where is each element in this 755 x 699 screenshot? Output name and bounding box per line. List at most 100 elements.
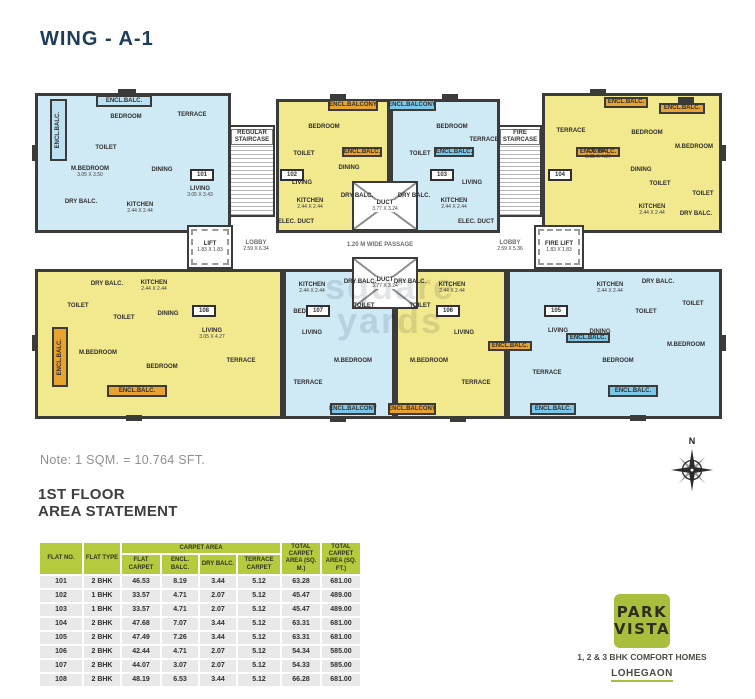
table-cell: 5.12 [238,631,280,644]
room-103-drybalc: DRY BALC. [397,192,431,199]
balcony-107-bottom: ENCL.BALCONY [329,403,377,415]
room-108-dining: DINING [157,310,179,317]
table-cell: 4.71 [162,603,198,616]
table-cell: 585.00 [322,659,360,672]
wall-col [442,94,458,100]
table-cell: 5.12 [238,673,280,686]
room-101-toilet: TOILET [95,144,117,151]
wall-col [32,335,38,351]
balcony-108-left: ENCL.BALC. [52,327,68,387]
table-cell: 7.07 [162,617,198,630]
room-104-drybalc: DRY BALC. [679,210,713,217]
flat-badge-103: 103 [430,169,454,181]
room-107-living: LIVING [301,329,322,336]
table-cell: 47.68 [122,617,160,630]
wall-col [32,145,38,161]
room-102-drybalc: DRY BALC. [340,192,374,199]
table-cell: 63.28 [282,575,320,588]
table-cell: 46.53 [122,575,160,588]
balcony-105-bottom-2: ENCL.BALC. [530,403,576,415]
col-header-carpet-area: CARPET AREA [122,543,280,554]
table-cell: 2 BHK [84,575,120,588]
room-102-bedroom: BEDROOM [308,123,340,130]
table-cell: 5.12 [238,617,280,630]
room-105-toilet2: TOILET [682,300,704,307]
table-cell: 108 [40,673,82,686]
table-cell: 2 BHK [84,659,120,672]
table-cell: 681.00 [322,575,360,588]
table-cell: 3.44 [200,673,236,686]
wall-col [590,89,606,95]
balcony-102-mid: ENCL.BALC. [342,147,382,157]
room-103-living: LIVING [461,179,482,186]
table-cell: 3.44 [200,575,236,588]
wall-col [450,416,466,422]
room-107-toilet: TOILET [353,302,375,309]
room-105-bedroom: BEDROOM [602,357,634,364]
table-cell: 6.53 [162,673,198,686]
room-104-toilet1: TOILET [649,180,671,187]
scale-note: Note: 1 SQM. = 10.764 SFT. [40,453,206,467]
flat-101 [35,93,231,233]
regular-staircase: REGULAR STAIRCASE [229,125,275,217]
table-cell: 585.00 [322,645,360,658]
table-cell: 47.49 [122,631,160,644]
wall-col [118,89,136,95]
table-cell: 2 BHK [84,645,120,658]
table-cell: 2.07 [200,645,236,658]
balcony-105-bottom-1: ENCL.BALC. [608,385,658,397]
wall-col [330,94,346,100]
room-102-elecduct: ELEC. DUCT [278,218,314,225]
table-cell: 4.71 [162,589,198,602]
room-105-toilet1: TOILET [635,308,657,315]
page-title: WING - A-1 [40,28,154,50]
flat-badge-106: 106 [436,305,460,317]
balcony-106-bottom: ENCL.BALCONY [388,403,436,415]
col-header-terrace-carpet: TERRACE CARPET [238,555,280,574]
col-header-total-sqft: TOTAL CARPET AREA (SQ. FT.) [322,543,360,574]
table-cell: 681.00 [322,617,360,630]
balcony-104-top-1: ENCL.BALC. [604,97,648,108]
balcony-106-mid: ENCL.BALC. [488,341,532,351]
table-cell: 2 BHK [84,617,120,630]
room-104-mbedroom: M.BEDROOM [675,143,713,150]
col-header-flat-no: FLAT NO. [40,543,82,574]
col-header-flat-carpet: FLAT CARPET [122,555,160,574]
area-statement-table: FLAT NO. FLAT TYPE CARPET AREA TOTAL CAR… [38,541,362,688]
room-106-drybalc: DRY BALC. [393,278,427,285]
table-cell: 7.26 [162,631,198,644]
passage-label: 1.20 M WIDE PASSAGE [346,241,414,248]
wall-col [678,97,694,103]
flat-badge-102: 102 [280,169,304,181]
balcony-101-top: ENCL.BALC. [96,95,152,107]
room-104-terrace: TERRACE [556,127,586,134]
table-cell: 1 BHK [84,589,120,602]
room-106-mbedroom: M.BEDROOM [410,357,448,364]
room-102-living: LIVING [291,179,312,186]
table-cell: 104 [40,617,82,630]
flat-badge-101: 101 [190,169,214,181]
room-101-bedroom: BEDROOM [110,113,142,120]
room-103-terrace: TERRACE [469,136,499,143]
room-106-living: LIVING [453,329,474,336]
table-cell: 44.07 [122,659,160,672]
table-cell: 54.33 [282,659,320,672]
compass-rose-icon [670,448,714,492]
